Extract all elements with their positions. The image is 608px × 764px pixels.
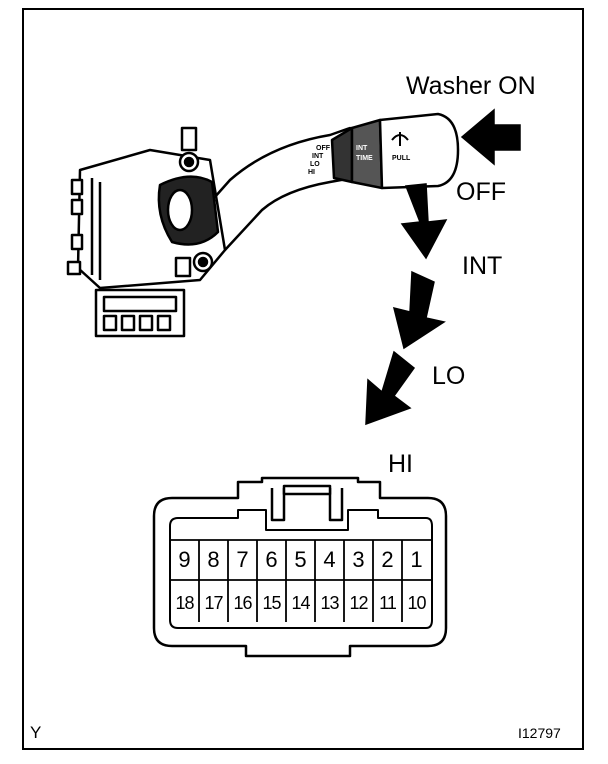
pin-number: 16: [233, 593, 252, 613]
mark-off: OFF: [316, 145, 331, 152]
mark-hi: HI: [308, 169, 315, 176]
label-hi: HI: [388, 450, 413, 478]
pin-number: 13: [320, 593, 339, 613]
int-lo-arrow: [392, 270, 446, 350]
mark-int: INT: [312, 153, 324, 160]
label-lo: LO: [432, 362, 466, 390]
pin-number: 11: [379, 593, 397, 613]
knob-int-text: INT: [356, 145, 368, 152]
pin-number: 10: [407, 593, 426, 613]
label-washer-on: Washer ON: [406, 72, 536, 100]
pin-number: 3: [352, 546, 365, 572]
pin-number: 14: [291, 593, 310, 613]
label-int: INT: [462, 252, 503, 280]
knob-time-text: TIME: [356, 155, 373, 162]
knob-pull-text: PULL: [392, 155, 411, 162]
pin-number: 9: [178, 546, 191, 572]
pin-number: 5: [294, 546, 307, 572]
pin-number: 6: [265, 546, 278, 572]
pin-number: 17: [204, 593, 223, 613]
pin-number: 15: [262, 593, 281, 613]
off-int-arrow: [400, 183, 448, 260]
pin-number: 18: [175, 593, 194, 613]
label-off: OFF: [456, 178, 506, 206]
lever-knob: [378, 112, 460, 190]
mark-lo: LO: [310, 161, 320, 168]
lever-position-marks: OFF INT LO HI INT TIME PULL: [308, 145, 411, 176]
pin-number: 8: [207, 546, 220, 572]
motion-arrows: [365, 108, 521, 426]
switch-assembly: [66, 112, 460, 338]
pin-number: 7: [236, 546, 249, 572]
pin-number: 2: [381, 546, 394, 572]
pin-number: 4: [323, 546, 336, 572]
washer-arrow: [460, 108, 521, 166]
pin-grid: [170, 539, 432, 622]
connector-cavity: [169, 509, 433, 629]
corner-code: Y: [30, 723, 42, 742]
connector-face: [152, 476, 448, 658]
pin-number: 1: [410, 546, 423, 572]
figure-id: I12797: [518, 725, 561, 741]
lo-hi-arrow: [365, 350, 416, 426]
figure-frame: [22, 8, 584, 750]
pin-number: 12: [349, 593, 368, 613]
